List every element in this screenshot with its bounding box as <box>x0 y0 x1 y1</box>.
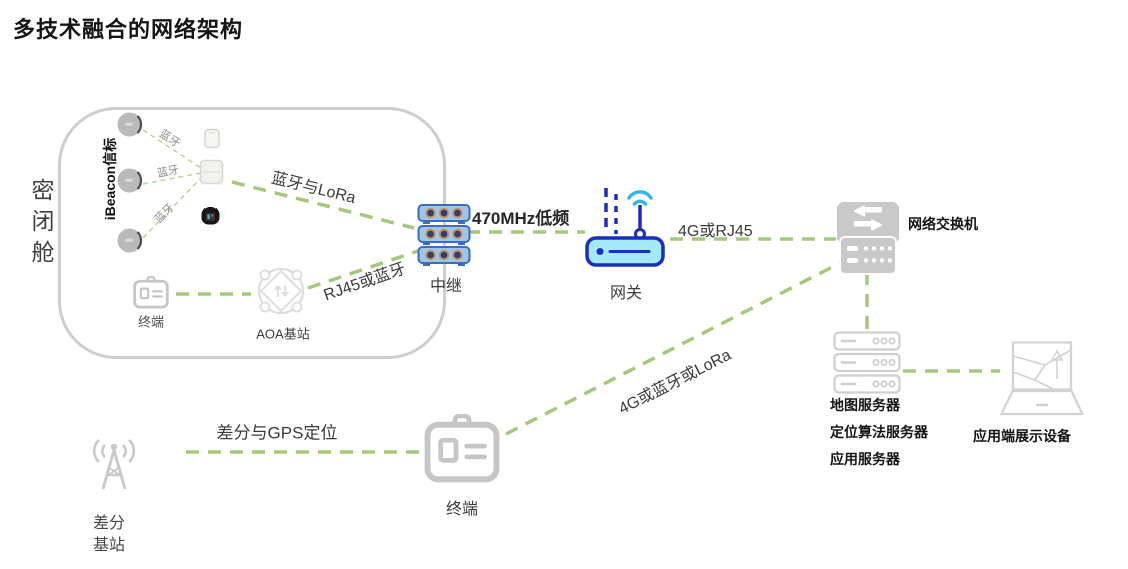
servers-icon <box>833 331 901 395</box>
diff-station-label-line1: 差分 <box>93 515 126 532</box>
link-470mhz-label: 470MHz低频 <box>472 209 570 228</box>
ibeacon-icon <box>116 111 143 138</box>
ibeacon-icon <box>116 167 143 194</box>
diff-station-antenna-icon <box>88 437 140 493</box>
beacon1-bt-line <box>142 129 202 169</box>
server-label-map: 地图服务器 <box>830 397 900 413</box>
beacon3-bt-line <box>142 177 202 239</box>
beacon2-bt-line <box>142 172 202 185</box>
gateway-label: 网关 <box>609 285 643 302</box>
terminal-badge-icon <box>133 276 169 309</box>
network-switch-label: 网络交换机 <box>908 216 978 232</box>
cabin-terminal-label: 终端 <box>137 314 165 330</box>
wall-device-icon <box>204 128 220 149</box>
terminal-badge-icon-large <box>424 414 500 483</box>
display-device-label: 应用端展示设备 <box>973 428 1071 444</box>
aoa-station-label: AOA基站 <box>256 326 310 342</box>
ibeacon-icon <box>116 227 143 254</box>
link-4g-rj45-label: 4G或RJ45 <box>678 223 753 240</box>
server-label-application: 应用服务器 <box>830 451 900 467</box>
network-switch-icon <box>833 201 903 275</box>
bottom-terminal-label: 终端 <box>445 501 479 518</box>
page-title: 多技术融合的网络架构 <box>13 17 244 42</box>
diff-station-label-line2: 基站 <box>93 537 126 554</box>
link-bluetooth-lora-line <box>231 180 415 230</box>
link-terminal-switch-line <box>505 258 847 436</box>
relay-icon <box>417 204 471 266</box>
gateway-icon <box>585 182 667 267</box>
cabin-label: 密闭舱 <box>28 178 54 271</box>
relay-label: 中继 <box>429 278 463 295</box>
locator-device-icon <box>199 159 224 186</box>
link-diff-gps-label: 差分与GPS定位 <box>216 423 338 443</box>
ibeacon-group-label: iBeacon信标 <box>102 137 118 221</box>
smartwatch-icon <box>198 202 223 227</box>
aoa-station-icon <box>256 266 306 316</box>
display-laptop-icon <box>1000 341 1084 417</box>
server-label-positioning: 定位算法服务器 <box>830 424 928 440</box>
